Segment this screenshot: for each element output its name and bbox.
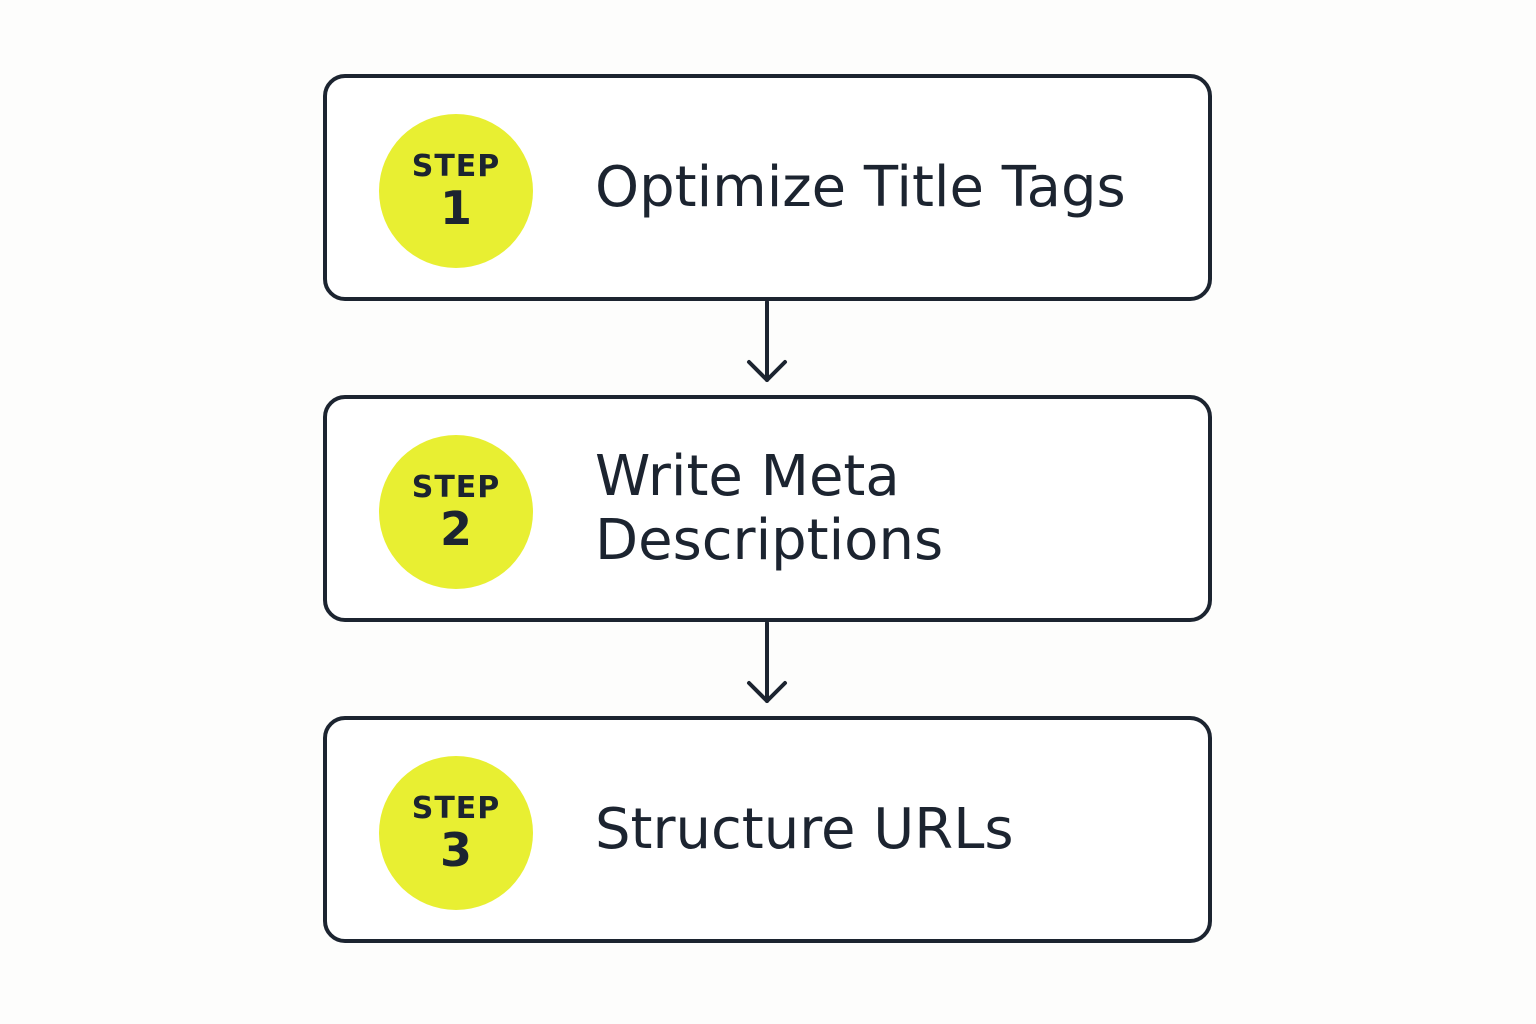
step-number: 1	[439, 181, 472, 235]
arrow-down-icon	[747, 621, 787, 703]
step-box-1: STEP 1 Optimize Title Tags	[323, 74, 1212, 301]
step-box-2: STEP 2 Write Meta Descriptions	[323, 395, 1212, 622]
step-title: Write Meta Descriptions	[595, 443, 944, 573]
step-title: Structure URLs	[595, 796, 1014, 862]
step-number: 2	[439, 502, 472, 556]
step-title: Optimize Title Tags	[595, 154, 1126, 220]
step-number: 3	[439, 823, 472, 877]
arrow-down-icon	[747, 300, 787, 382]
step-badge-2: STEP 2	[379, 435, 533, 589]
step-label: STEP	[411, 470, 501, 505]
step-badge-3: STEP 3	[379, 756, 533, 910]
step-badge-1: STEP 1	[379, 114, 533, 268]
step-label: STEP	[411, 791, 501, 826]
step-label: STEP	[411, 149, 501, 184]
step-box-3: STEP 3 Structure URLs	[323, 716, 1212, 943]
